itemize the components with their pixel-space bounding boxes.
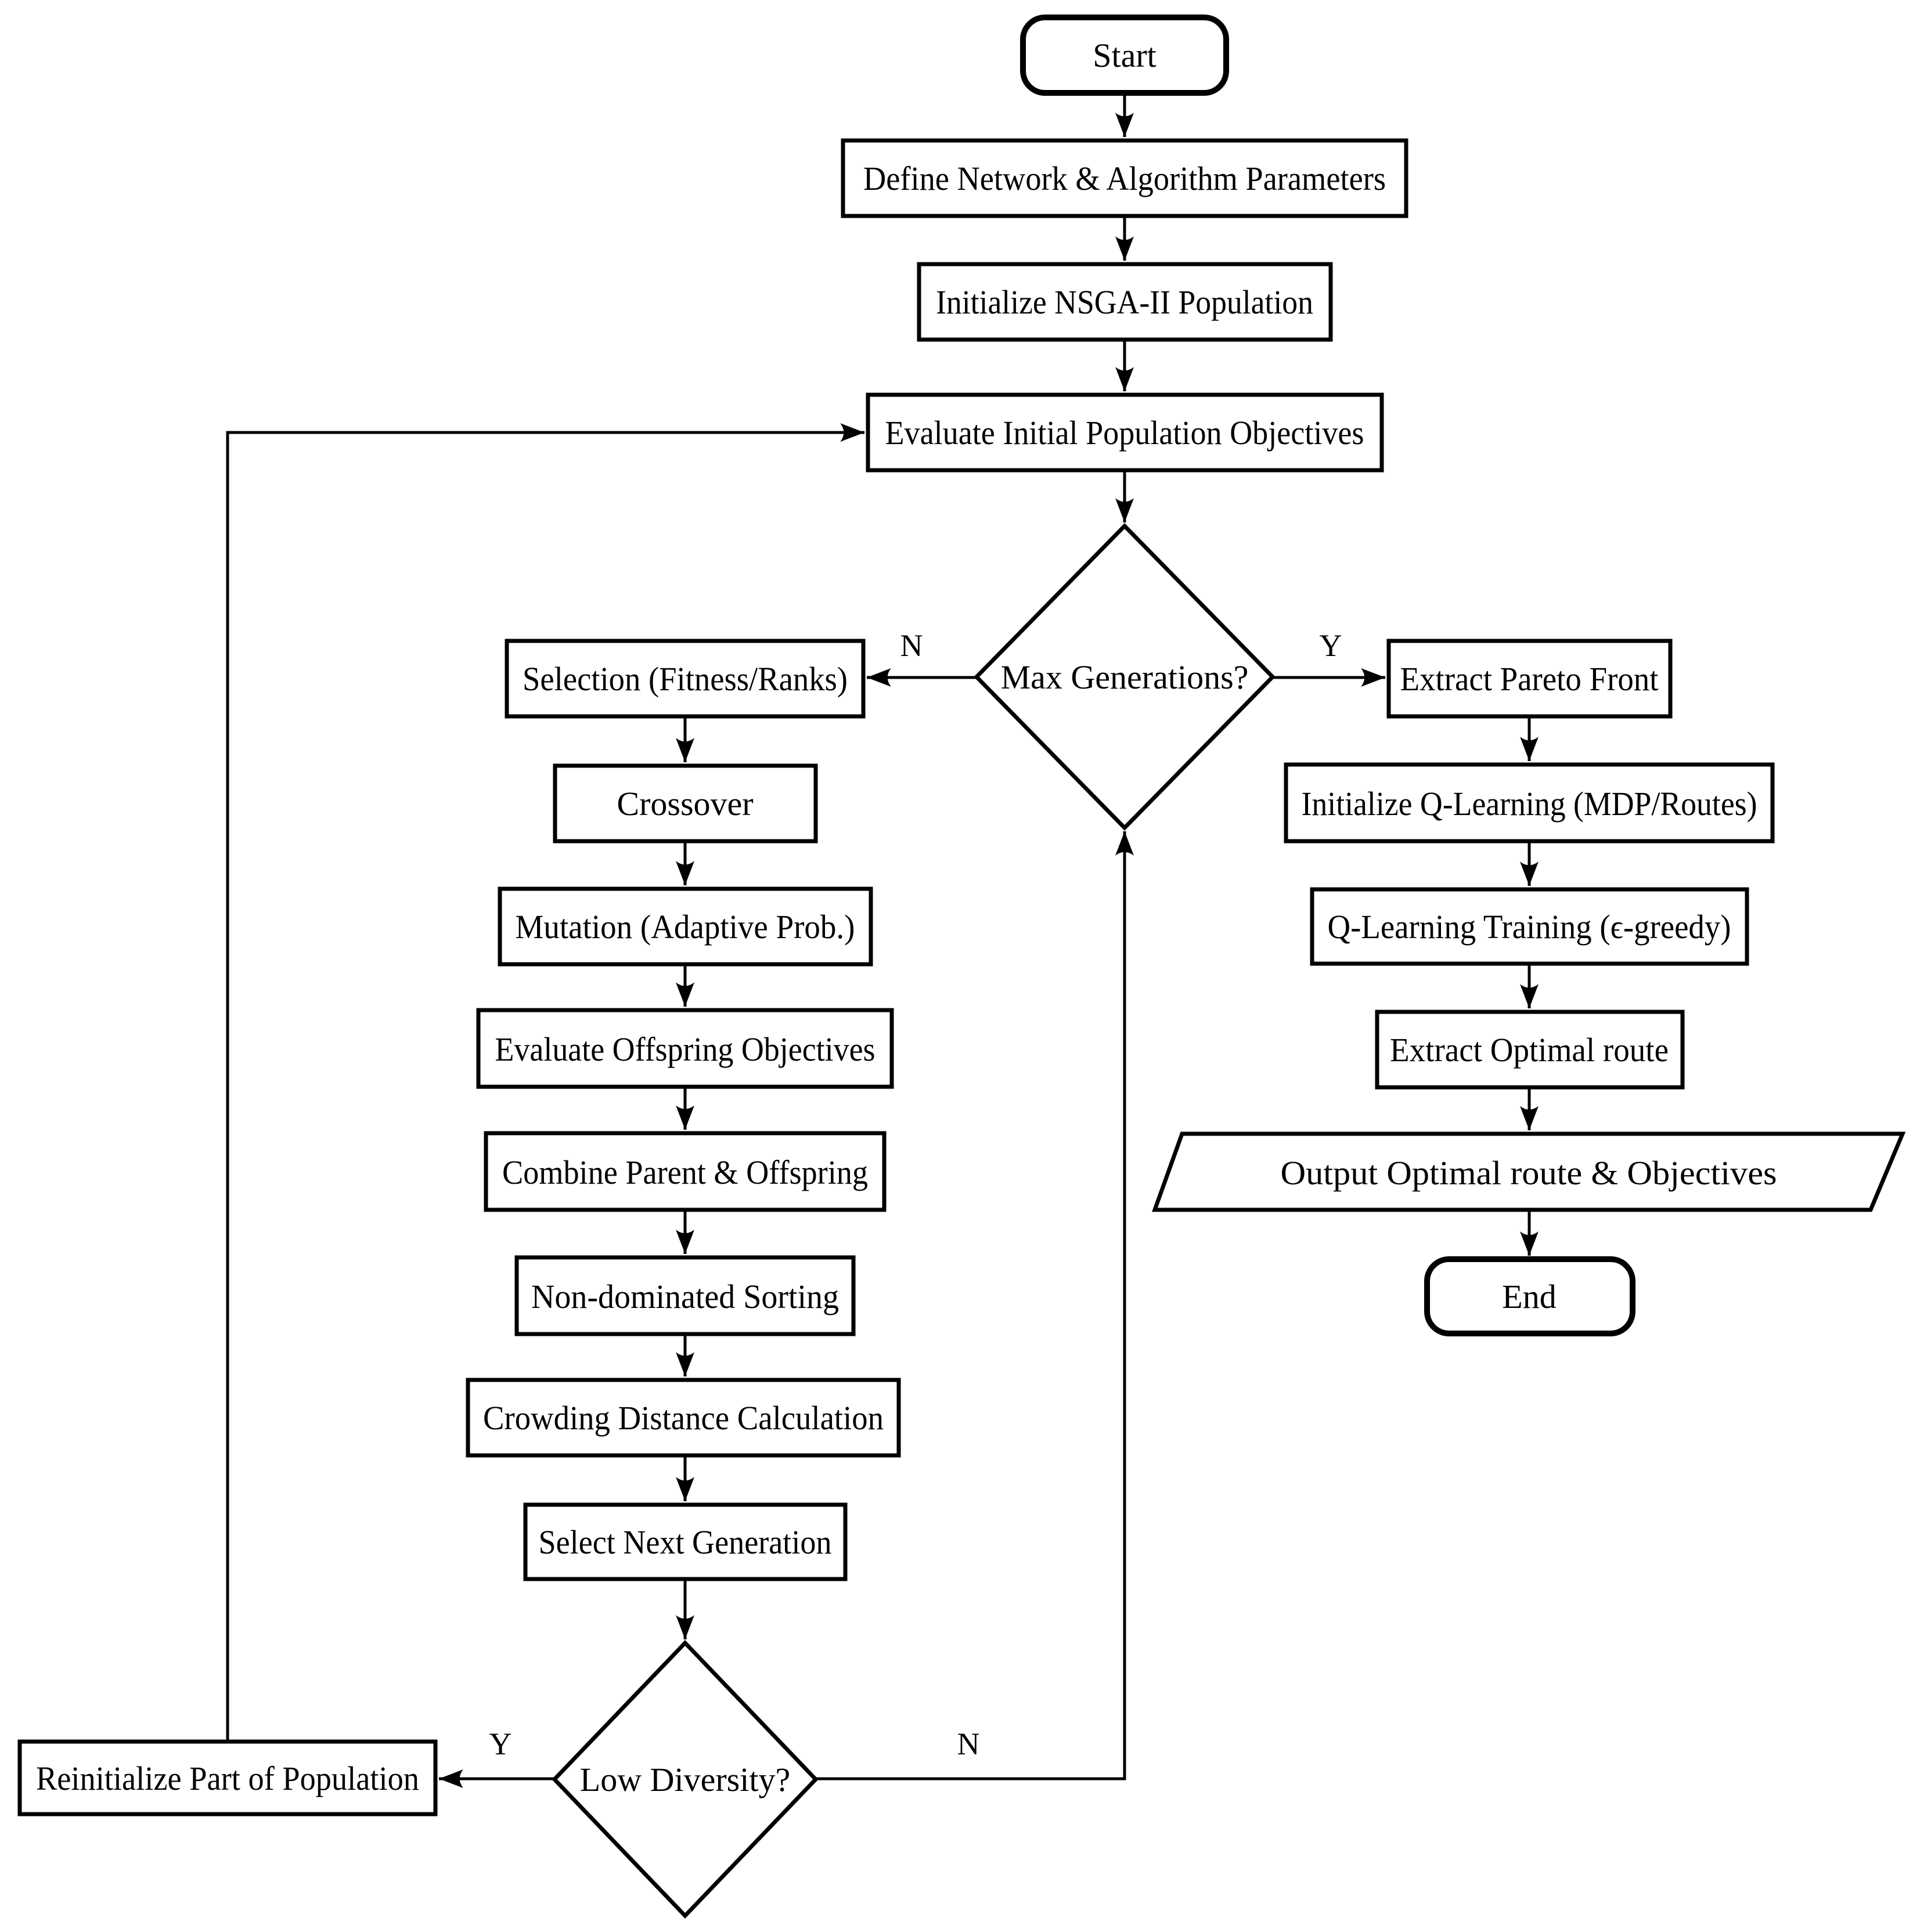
crossover-box [553, 763, 818, 844]
crowding-distance-label: Crowding Distance Calculation [483, 1399, 884, 1437]
node-start: Start [1020, 15, 1229, 96]
node-evaluate-offspring: Evaluate Offspring Objectives [476, 1008, 894, 1089]
branch-label-maxgen-yes: Y [1320, 628, 1342, 663]
node-crowding-distance: Crowding Distance Calculation [466, 1378, 901, 1458]
initialize-population-label: Initialize NSGA-II Population [936, 283, 1313, 321]
node-non-dominated-sorting: Non-dominated Sorting [514, 1255, 856, 1336]
max-generations-diamond [974, 523, 1276, 831]
select-next-generation-label: Select Next Generation [539, 1523, 832, 1561]
selection-label: Selection (Fitness/Ranks) [523, 660, 848, 698]
initialize-qlearning-label: Initialize Q-Learning (MDP/Routes) [1302, 785, 1757, 823]
node-initialize-qlearning: Initialize Q-Learning (MDP/Routes) [1284, 762, 1775, 844]
start-label: Start [1093, 37, 1157, 74]
node-evaluate-initial: Evaluate Initial Population Objectives [866, 392, 1384, 473]
end-terminator-shape [1424, 1256, 1635, 1336]
evaluate-initial-box [866, 392, 1384, 473]
node-max-generations: Max Generations? [974, 523, 1276, 831]
branch-label-lowdiversity-no: N [957, 1726, 980, 1761]
edge-reinitialize-loop-to-evaluate [226, 423, 864, 1742]
selection-box [505, 639, 866, 719]
crowding-distance-box [466, 1378, 901, 1458]
node-extract-pareto: Extract Pareto Front [1386, 639, 1673, 719]
node-mutation: Mutation (Adaptive Prob.) [498, 886, 873, 967]
reinitialize-label: Reinitialize Part of Population [36, 1760, 419, 1797]
mutation-box [498, 886, 873, 967]
max-generations-label: Max Generations? [1001, 658, 1249, 696]
node-qlearning-training: Q-Learning Training (ϵ-greedy) [1310, 887, 1749, 966]
node-selection: Selection (Fitness/Ranks) [505, 639, 866, 719]
initialize-qlearning-box [1284, 762, 1775, 844]
node-end: End [1424, 1256, 1635, 1336]
combine-box [484, 1131, 887, 1212]
qlearning-training-label: Q-Learning Training (ϵ-greedy) [1328, 908, 1731, 946]
select-next-generation-box [523, 1502, 848, 1581]
extract-pareto-box [1386, 639, 1673, 719]
node-initialize-population: Initialize NSGA-II Population [917, 262, 1333, 342]
extract-pareto-label: Extract Pareto Front [1400, 660, 1659, 698]
extract-optimal-route-label: Extract Optimal route [1390, 1031, 1669, 1069]
node-extract-optimal-route: Extract Optimal route [1375, 1010, 1685, 1090]
evaluate-offspring-box [476, 1008, 894, 1089]
branch-label-lowdiversity-yes: Y [489, 1726, 512, 1761]
node-low-diversity: Low Diversity? [552, 1639, 819, 1919]
edge-lowdiversity-no-to-maxgen [816, 831, 1134, 1780]
evaluate-initial-label: Evaluate Initial Population Objectives [885, 414, 1364, 452]
branch-label-maxgen-no: N [900, 628, 923, 663]
non-dominated-sorting-box [514, 1255, 856, 1336]
start-terminator-shape [1020, 15, 1229, 96]
reinitialize-box [17, 1739, 438, 1816]
define-parameters-box [841, 138, 1408, 218]
initialize-population-box [917, 262, 1333, 342]
low-diversity-label: Low Diversity? [580, 1761, 790, 1798]
node-select-next-generation: Select Next Generation [523, 1502, 848, 1581]
extract-optimal-route-box [1375, 1010, 1685, 1090]
end-label: End [1502, 1278, 1556, 1315]
low-diversity-diamond [552, 1639, 819, 1919]
node-output: Output Optimal route & Objectives [1152, 1131, 1906, 1212]
define-parameters-label: Define Network & Algorithm Parameters [863, 160, 1386, 197]
qlearning-training-box [1310, 887, 1749, 966]
combine-label: Combine Parent & Offspring [502, 1154, 868, 1191]
output-parallelogram [1152, 1131, 1906, 1212]
node-reinitialize: Reinitialize Part of Population [17, 1739, 438, 1816]
node-define-parameters: Define Network & Algorithm Parameters [841, 138, 1408, 218]
node-combine: Combine Parent & Offspring [484, 1131, 887, 1212]
node-crossover: Crossover [553, 763, 818, 844]
non-dominated-sorting-label: Non-dominated Sorting [531, 1278, 839, 1315]
crossover-label: Crossover [617, 785, 753, 823]
evaluate-offspring-label: Evaluate Offspring Objectives [495, 1030, 876, 1068]
mutation-label: Mutation (Adaptive Prob.) [516, 908, 855, 946]
output-label: Output Optimal route & Objectives [1281, 1154, 1777, 1192]
